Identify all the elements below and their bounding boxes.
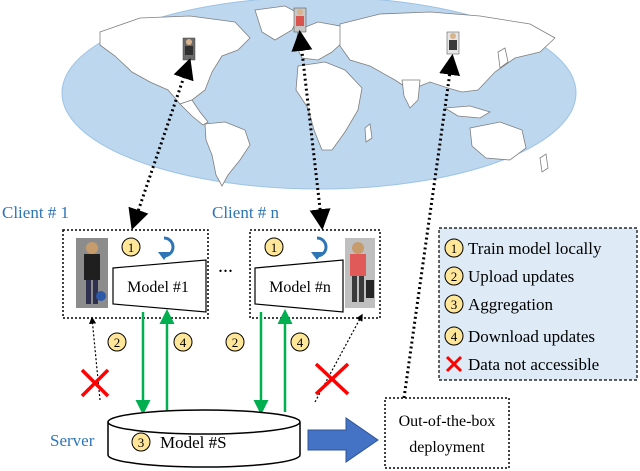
svg-text:Upload updates: Upload updates bbox=[468, 267, 574, 286]
legend-item-upload: 2 Upload updates bbox=[444, 266, 574, 286]
client-n-model-label: Model #n bbox=[269, 279, 331, 296]
clients-ellipsis: ... bbox=[218, 255, 233, 277]
new-zealand-shape bbox=[539, 153, 549, 173]
server-label: Server bbox=[50, 431, 95, 450]
map-person-europe bbox=[293, 7, 307, 33]
svg-text:Train model locally: Train model locally bbox=[468, 239, 602, 258]
client-n-label: Client # n bbox=[212, 203, 280, 222]
client-1-box: 1 Model #1 bbox=[62, 229, 209, 319]
deploy-arrow bbox=[307, 417, 379, 463]
server-step-aggregation: 3 bbox=[131, 432, 151, 452]
svg-text:4: 4 bbox=[297, 335, 304, 350]
svg-text:4: 4 bbox=[180, 335, 187, 350]
madagascar-shape bbox=[364, 123, 373, 143]
client-n-box: 1 Model #n bbox=[249, 229, 381, 319]
svg-text:2: 2 bbox=[451, 269, 458, 284]
svg-text:2: 2 bbox=[232, 335, 239, 350]
client-1-model-shape bbox=[112, 259, 207, 313]
client-n-step-train: 1 bbox=[264, 237, 284, 257]
client-1-step-train: 1 bbox=[121, 237, 141, 257]
client-1-model-label: Model #1 bbox=[127, 279, 189, 296]
server-model-label: Model #S bbox=[160, 433, 227, 452]
svg-text:2: 2 bbox=[114, 335, 121, 350]
deployment-line2: deployment bbox=[409, 439, 485, 456]
svg-text:Aggregation: Aggregation bbox=[468, 295, 553, 314]
deployment-line1: Out-of-the-box bbox=[399, 413, 496, 430]
australia-shape bbox=[469, 121, 527, 161]
legend-item-download: 4 Download updates bbox=[444, 326, 595, 346]
svg-text:1: 1 bbox=[451, 241, 458, 256]
svg-text:4: 4 bbox=[451, 329, 458, 344]
japan-shape bbox=[497, 47, 509, 69]
map-person-asia bbox=[446, 31, 460, 55]
deployment-to-map-arrow bbox=[402, 53, 461, 399]
svg-text:3: 3 bbox=[138, 435, 145, 450]
deployment-box: Out-of-the-box deployment bbox=[384, 397, 510, 469]
client-1-no-access-cross bbox=[80, 368, 110, 398]
client-n-no-access-cross bbox=[314, 362, 350, 396]
svg-text:1: 1 bbox=[128, 240, 135, 255]
south-america-shape bbox=[204, 121, 251, 187]
svg-text:3: 3 bbox=[451, 297, 458, 312]
red-cross-icon bbox=[445, 355, 463, 373]
client-n-step-download: 4 bbox=[290, 332, 310, 352]
indonesia-shape bbox=[443, 105, 491, 119]
server-cylinder bbox=[107, 409, 301, 468]
svg-text:1: 1 bbox=[271, 240, 278, 255]
legend-item-train: 1 Train model locally bbox=[444, 238, 602, 258]
svg-text:Data not accessible: Data not accessible bbox=[468, 355, 599, 374]
client-1-step-upload: 2 bbox=[107, 332, 127, 352]
client-1-label: Client # 1 bbox=[2, 203, 69, 222]
legend-item-aggregation: 3 Aggregation bbox=[444, 294, 553, 314]
client-n-step-upload: 2 bbox=[225, 332, 245, 352]
map-person-usa bbox=[182, 37, 196, 61]
legend: 1 Train model locally 2 Upload updates 3… bbox=[438, 227, 638, 381]
world-map bbox=[61, 0, 577, 190]
map-to-client1-arrow bbox=[128, 58, 194, 230]
client-n-person-photo bbox=[345, 238, 375, 308]
india-shape bbox=[401, 79, 421, 109]
client-1-person-photo bbox=[76, 238, 108, 308]
legend-item-no-access: Data not accessible bbox=[445, 355, 599, 374]
svg-text:Download updates: Download updates bbox=[468, 327, 595, 346]
map-to-clientn-arrow bbox=[291, 29, 331, 231]
client-n-model-shape bbox=[254, 259, 344, 313]
rotate-icon bbox=[158, 236, 175, 260]
client-1-step-download: 4 bbox=[173, 332, 193, 352]
rotate-icon bbox=[311, 236, 328, 260]
